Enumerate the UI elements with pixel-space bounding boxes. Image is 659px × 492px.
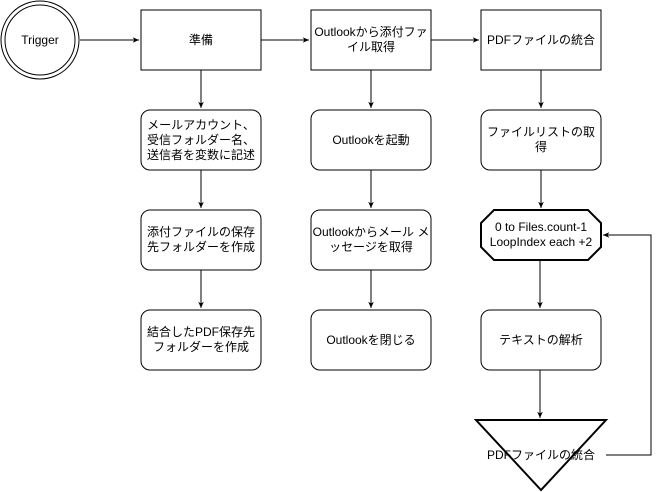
outlook-close-node[interactable] [310, 309, 432, 371]
outlook-get-label: Outlookから添付ファ イル取得 [314, 25, 428, 54]
pdf-merge-bottom-node[interactable] [473, 419, 609, 492]
parse-text-label: テキストの解析 [499, 332, 583, 347]
pdf-merge-top-node[interactable] [480, 9, 602, 71]
outlook-msgs-label: Outlookからメール メ ッセージを取得 [312, 225, 430, 254]
pdf-merge-bottom-label: PDFファイルの統合 [486, 447, 595, 462]
loop-node[interactable] [480, 209, 602, 261]
mail-account-label: メールアカウント、 受信フォルダー名、 送信者を変数に記述 [146, 117, 255, 162]
file-list-label: ファイルリストの取 得 [486, 125, 595, 154]
prep-label: 準備 [188, 32, 213, 47]
edge-loop-back [603, 232, 652, 456]
loop-label: 0 to Files.count-1 LoopIndex each +2 [489, 220, 593, 249]
merged-folder-label: 結合したPDF保存先 フォルダーを作成 [146, 325, 255, 354]
parse-text-node[interactable] [480, 309, 602, 371]
merged-folder-node[interactable] [140, 309, 262, 371]
attach-folder-label: 添付ファイルの保存 先フォルダーを作成 [146, 225, 255, 254]
trigger-node[interactable] [0, 0, 80, 80]
trigger-label: Trigger [21, 32, 59, 47]
outlook-close-label: Outlookを閉じる [326, 332, 416, 347]
pdf-merge-top-label: PDFファイルの統合 [486, 32, 595, 47]
outlook-start-label: Outlookを起動 [332, 132, 410, 147]
